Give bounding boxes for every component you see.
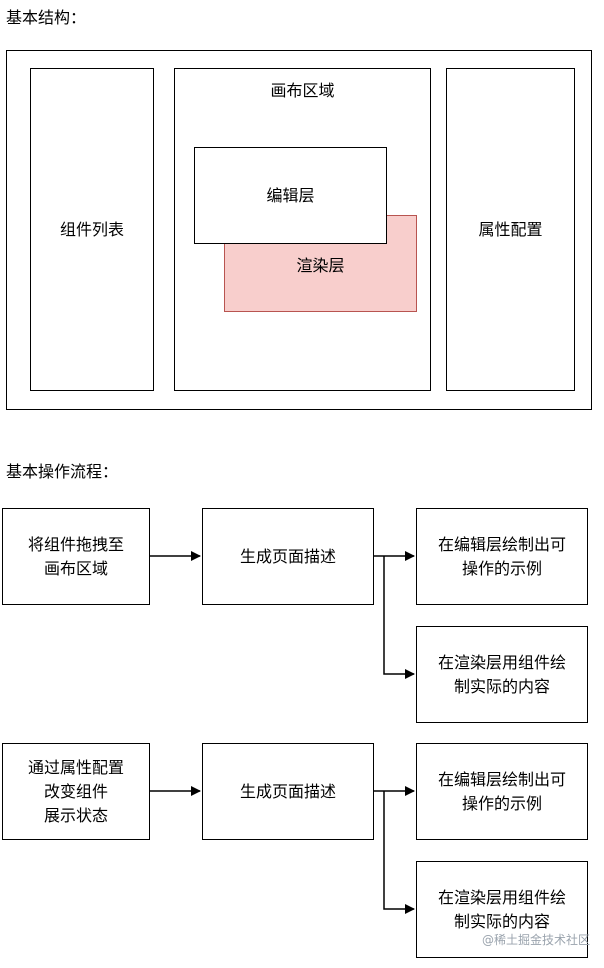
edit-layer-box: 编辑层 [194,147,387,244]
flow2-edit-box: 在编辑层绘制出可 操作的示例 [416,743,588,840]
flow1-generate-label: 生成页面描述 [239,546,336,566]
flow1-edit-label: 在编辑层绘制出可 操作的示例 [437,534,566,578]
flow1-source-label: 将组件拖拽至 画布区域 [27,534,124,578]
watermark: @稀土掘金技术社区 [481,933,590,947]
flow2-source-label: 通过属性配置 改变组件 展示状态 [27,757,124,825]
flow1-render-box: 在渲染层用组件绘 制实际的内容 [416,626,588,723]
flow1-render-label: 在渲染层用组件绘 制实际的内容 [437,652,566,696]
flow2-generate-label: 生成页面描述 [239,781,336,801]
flow1-source-box: 将组件拖拽至 画布区域 [2,508,150,605]
component-list-panel: 组件列表 [30,68,154,391]
component-list-label: 组件列表 [59,219,124,239]
flow-heading: 基本操作流程： [6,462,119,481]
flow1-arrow-generate-to-render [383,556,415,679]
flow2-generate-box: 生成页面描述 [202,743,374,840]
edit-layer-label: 编辑层 [266,185,315,205]
property-config-label: 属性配置 [478,219,543,239]
flow2-edit-label: 在编辑层绘制出可 操作的示例 [437,769,566,813]
flow2-render-label: 在渲染层用组件绘 制实际的内容 [437,887,566,931]
flow1-edit-box: 在编辑层绘制出可 操作的示例 [416,508,588,605]
flow1-generate-box: 生成页面描述 [202,508,374,605]
canvas-area-label: 画布区域 [270,81,335,100]
structure-heading: 基本结构： [6,8,87,27]
render-layer-label: 渲染层 [296,256,345,275]
flow2-render-box: 在渲染层用组件绘 制实际的内容 [416,861,588,958]
flow2-arrow-generate-to-render [383,791,415,914]
property-config-panel: 属性配置 [446,68,575,391]
flow2-source-box: 通过属性配置 改变组件 展示状态 [2,743,150,840]
